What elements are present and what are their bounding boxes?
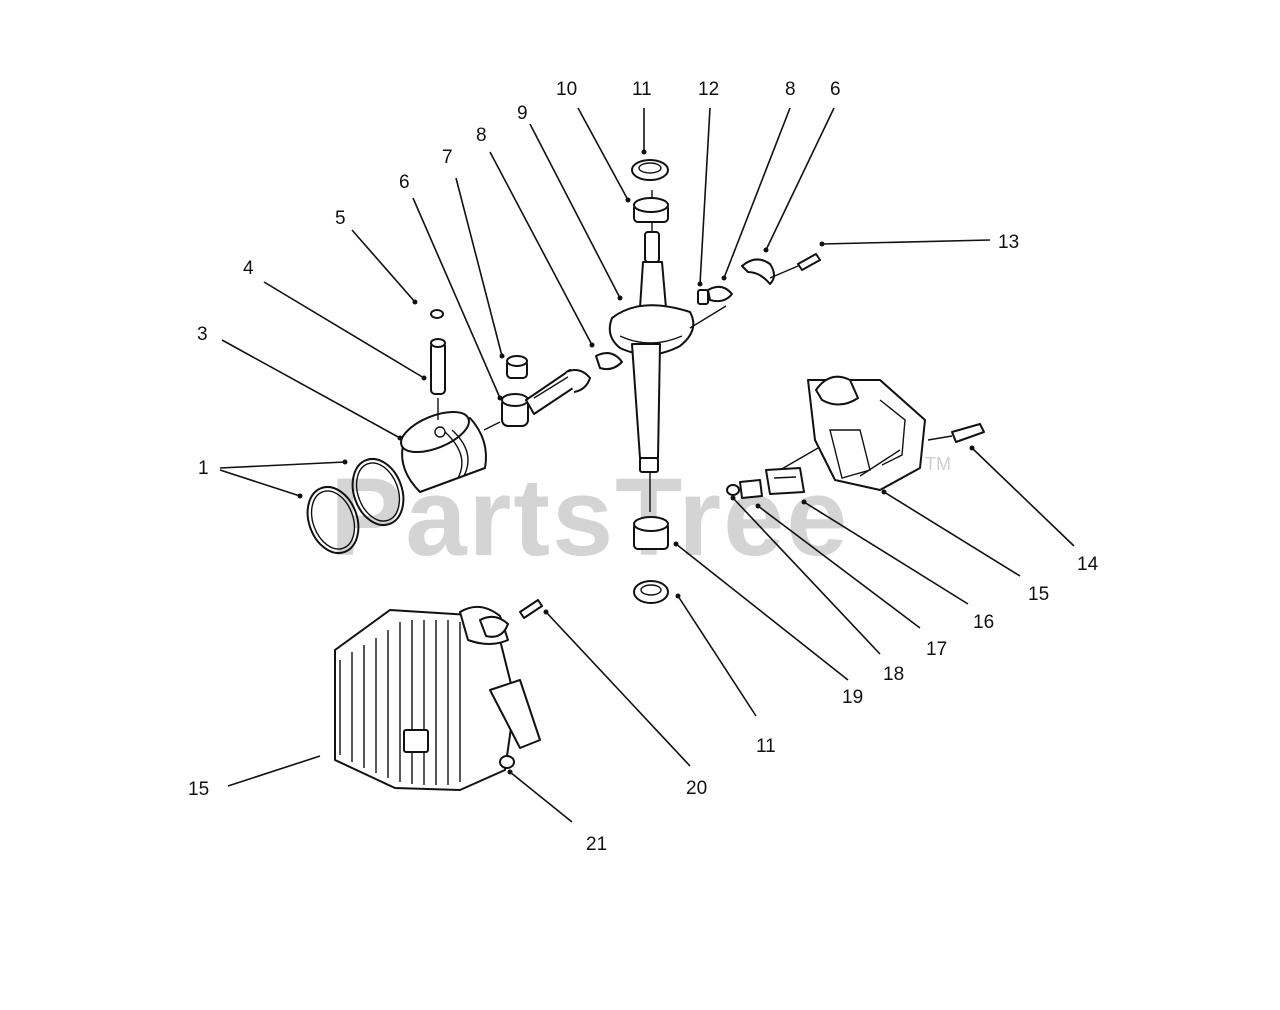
callout-11: 11 <box>756 736 776 757</box>
crankcase-cover <box>779 375 926 491</box>
callout-1: 1 <box>198 458 209 479</box>
pin-clip <box>430 309 444 319</box>
callout-12: 12 <box>698 79 719 100</box>
callout-7: 7 <box>442 147 453 168</box>
leader-lines <box>219 107 1075 823</box>
callout-15: 15 <box>1028 584 1049 605</box>
piston-pin <box>430 338 446 420</box>
callout-14: 14 <box>1077 554 1099 575</box>
callout-16: 16 <box>973 612 994 633</box>
rod-cap-right <box>707 285 733 303</box>
dowel-pin <box>519 599 543 619</box>
rod-screw <box>769 253 821 279</box>
callout-21: 21 <box>586 834 607 855</box>
piston-rings <box>306 458 405 554</box>
callout-5: 5 <box>335 208 346 229</box>
callout-8: 8 <box>476 125 487 146</box>
cylinder-block <box>334 605 541 791</box>
callout-19: 19 <box>842 687 863 708</box>
callout-labels: 1 3 4 5 6 7 8 9 10 11 12 8 6 13 14 15 16… <box>188 79 1099 855</box>
callout-6: 6 <box>399 172 410 193</box>
callout-3: 3 <box>197 324 208 345</box>
rod-cap-upper <box>741 258 775 285</box>
lower-bearing <box>633 516 669 550</box>
rod-bushing <box>506 355 528 379</box>
top-seal <box>631 159 669 181</box>
connecting-rod <box>501 369 591 427</box>
callout-9: 9 <box>517 103 528 124</box>
callout-10: 10 <box>556 79 577 100</box>
top-bearing <box>633 197 669 223</box>
callout-15: 15 <box>188 779 209 800</box>
callout-18: 18 <box>883 664 904 685</box>
plug <box>499 755 515 769</box>
callout-17: 17 <box>926 639 947 660</box>
reed-screw <box>726 484 740 496</box>
watermark-trademark: TM <box>925 454 951 474</box>
rod-cap-left <box>595 352 623 371</box>
crankshaft <box>608 190 727 512</box>
crank-key <box>697 289 709 305</box>
callout-6: 6 <box>830 79 841 100</box>
cover-screw <box>927 423 985 443</box>
callout-11: 11 <box>632 79 652 100</box>
callout-4: 4 <box>243 258 254 279</box>
callout-13: 13 <box>998 232 1019 253</box>
reed-plate <box>739 479 763 499</box>
callout-8: 8 <box>785 79 796 100</box>
piston <box>400 410 501 493</box>
lower-seal <box>633 580 669 604</box>
callout-20: 20 <box>686 778 707 799</box>
gasket <box>765 467 805 495</box>
